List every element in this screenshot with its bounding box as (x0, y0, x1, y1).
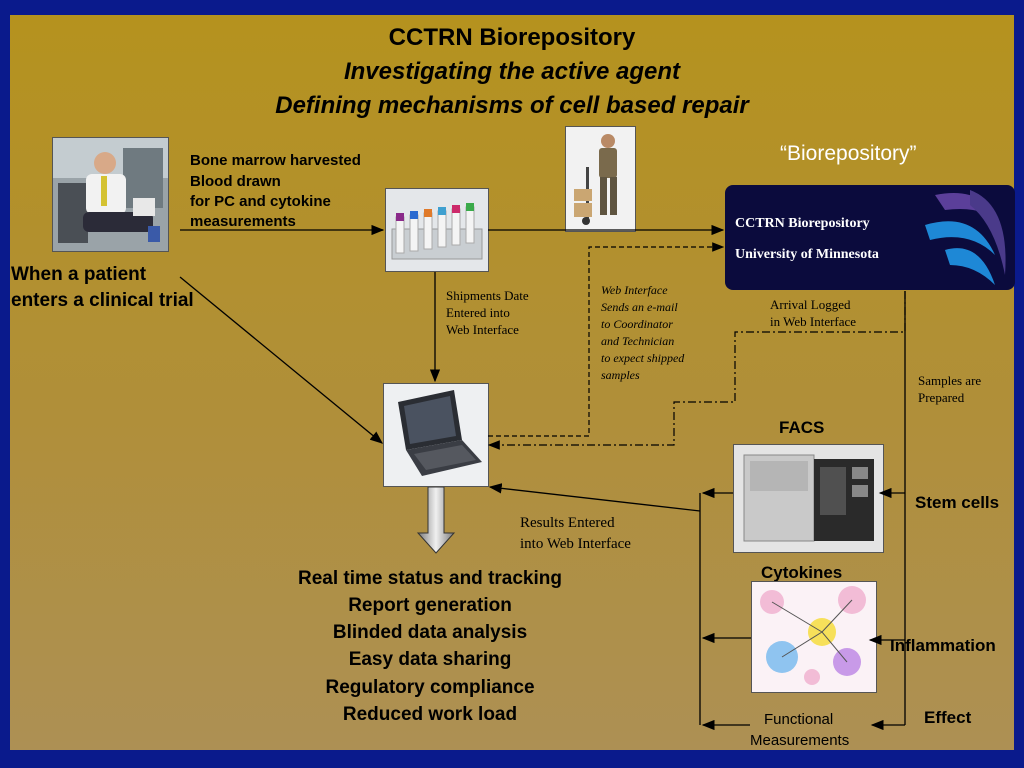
web-interface-note-line-1: Web Interface (601, 283, 668, 297)
biorepository-box-line-1: CCTRN Biorepository (735, 216, 870, 231)
test-tubes-photo (385, 188, 489, 272)
stem-cells-label: Stem cells (915, 493, 1000, 512)
benefit-item: Easy data sharing (348, 649, 512, 670)
delivery-man-photo (565, 126, 636, 232)
down-block-arrow-icon (416, 487, 456, 554)
arrow-patient-to-laptop (179, 276, 384, 444)
laptop-photo (383, 383, 489, 487)
harvest-text-line-3: for PC and cytokine (190, 193, 331, 210)
biorepository-box-line-2: University of Minnesota (735, 247, 879, 262)
effect-label: Effect (924, 708, 972, 727)
web-interface-note-line-2: Sends an e-mail (601, 300, 678, 314)
harvest-text-line-1: Bone marrow harvested (190, 152, 361, 169)
cytokines-label: Cytokines (761, 563, 843, 582)
title-line-1: CCTRN Biorepository (388, 24, 636, 51)
shipments-text-line-2: Entered into (446, 305, 510, 320)
biorepository-box: CCTRN Biorepository University of Minnes… (725, 185, 1015, 290)
web-interface-note-line-4: and Technician (601, 334, 675, 348)
arrival-text-line-2: in Web Interface (770, 314, 857, 329)
patient-photo (52, 137, 169, 252)
shipments-text-line-3: Web Interface (446, 322, 519, 337)
benefit-item: Reduced work load (342, 704, 518, 725)
benefit-item: Regulatory compliance (325, 677, 535, 698)
umn-logo-icon (925, 190, 1006, 285)
samples-prepared-line-2: Prepared (918, 390, 965, 405)
biorepository-label: “Biorepository” (780, 142, 917, 165)
functional-line-2: Measurements (750, 732, 850, 749)
samples-prepared-line-1: Samples are (918, 373, 982, 388)
benefit-item: Blinded data analysis (332, 622, 528, 643)
web-interface-note-line-5: to expect shipped (601, 351, 685, 365)
facs-machine-photo (733, 444, 884, 553)
arrival-text-line-1: Arrival Logged (770, 297, 851, 312)
benefit-item: Real time status and tracking (298, 568, 562, 589)
dashed-laptop-to-biorepository (488, 242, 725, 437)
harvest-text-line-2: Blood drawn (190, 173, 281, 190)
cytokine-diagram-photo (751, 581, 877, 693)
dashdot-biorepository-to-laptop (487, 291, 906, 450)
title-line-2: Investigating the active agent (343, 58, 681, 85)
benefit-item: Report generation (348, 595, 512, 616)
results-text-line-2: into Web Interface (520, 536, 631, 552)
inflammation-label: Inflammation (890, 636, 996, 655)
patient-text-line-1: When a patient (11, 264, 147, 285)
functional-line-1: Functional (764, 711, 834, 728)
results-text-line-1: Results Entered (520, 515, 615, 531)
web-interface-note-line-6: samples (601, 368, 640, 382)
web-interface-note-line-3: to Coordinator (601, 317, 673, 331)
patient-text-line-2: enters a clinical trial (11, 290, 194, 311)
harvest-text-line-4: measurements (190, 213, 296, 230)
facs-label: FACS (779, 418, 825, 437)
arrow-results-to-laptop (488, 483, 701, 512)
title-line-3: Defining mechanisms of cell based repair (275, 92, 749, 119)
shipments-text-line-1: Shipments Date (446, 288, 529, 303)
